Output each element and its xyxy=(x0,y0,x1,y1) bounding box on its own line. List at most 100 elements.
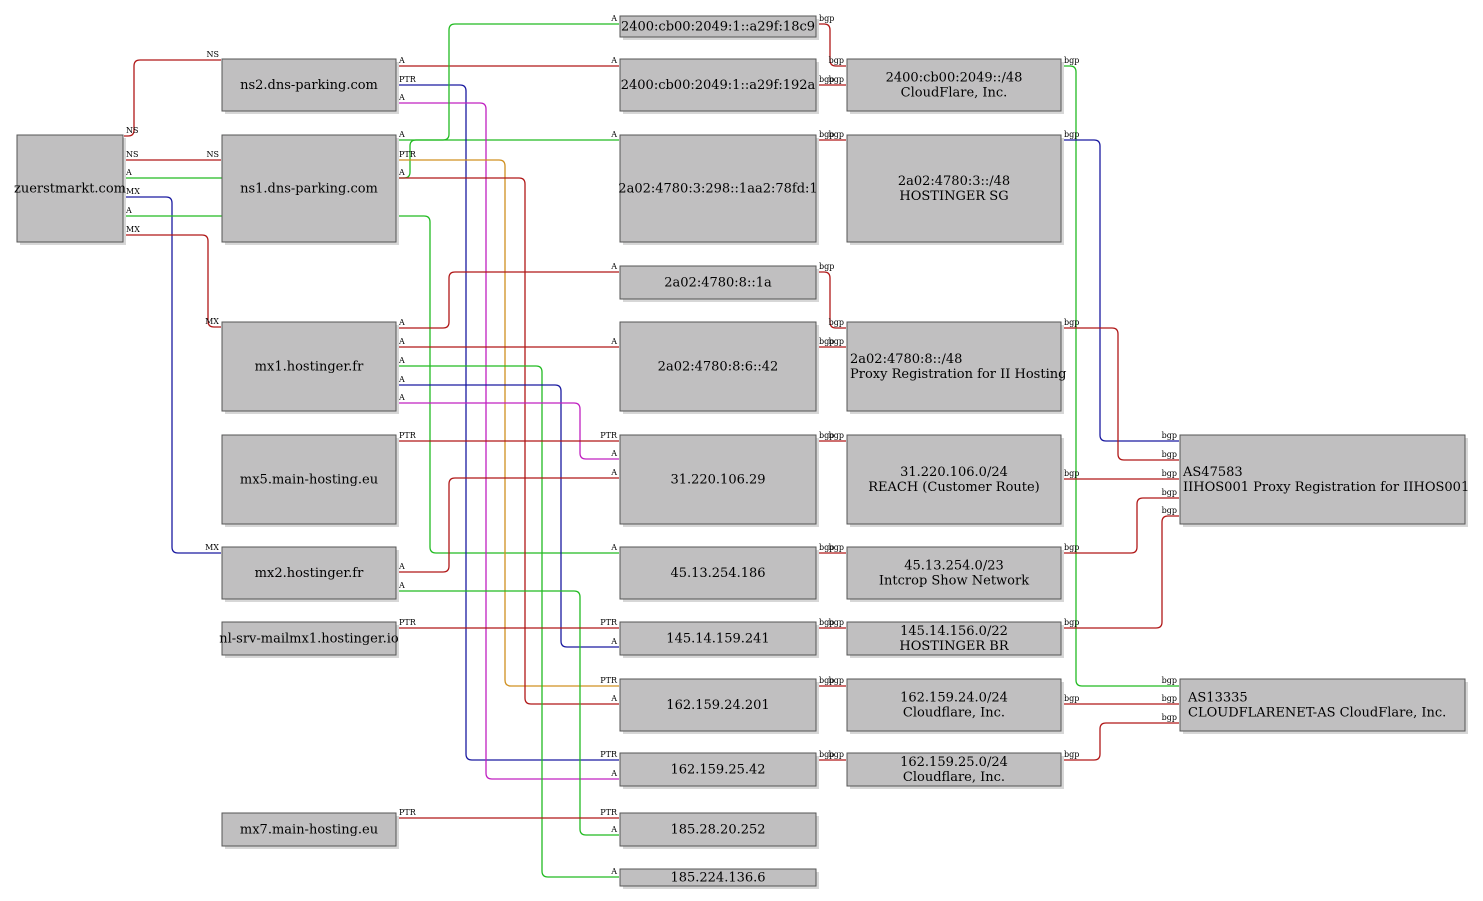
edge-ns1-to-ip6_18c9: AA xyxy=(397,14,619,141)
edge-label-target: A xyxy=(610,867,617,876)
edge-label-target: A xyxy=(610,262,617,271)
node-label: 2400:cb00:2049:1::a29f:18c9 xyxy=(621,20,815,35)
edge-label-source: bgp xyxy=(819,262,834,271)
node-ip_185_224[interactable]: 185.224.136.6 xyxy=(619,868,819,889)
edge-label-source: A xyxy=(398,130,405,139)
node-label: CloudFlare, Inc. xyxy=(901,86,1008,101)
node-box xyxy=(619,621,817,656)
node-ip6_42[interactable]: 2a02:4780:8:6::42 xyxy=(619,321,819,414)
node-label: 162.159.24.201 xyxy=(666,698,769,713)
node-box xyxy=(619,265,817,300)
node-ip6_78fd[interactable]: 2a02:4780:3:298::1aa2:78fd:1 xyxy=(618,134,819,245)
edge-label-target: A xyxy=(610,56,617,65)
node-label: 162.159.24.0/24 xyxy=(900,691,1008,706)
node-box xyxy=(221,812,397,847)
node-ip_162_24[interactable]: 162.159.24.201 xyxy=(619,678,819,734)
edge-label-source: A xyxy=(398,318,405,327)
edge-label-target: bgp xyxy=(1162,469,1177,478)
node-box xyxy=(619,752,817,787)
node-box xyxy=(619,678,817,732)
edge-label-source: A xyxy=(125,168,132,177)
edge-label-target: NS xyxy=(207,150,219,159)
edge-label-target: bgp xyxy=(829,676,844,685)
node-label: 145.14.156.0/22 xyxy=(900,624,1008,639)
node-ip_45[interactable]: 45.13.254.186 xyxy=(619,546,819,602)
edge-line xyxy=(397,384,619,648)
node-ip_185_28[interactable]: 185.28.20.252 xyxy=(619,812,819,849)
node-label: Cloudflare, Inc. xyxy=(903,770,1005,785)
edge-line xyxy=(397,84,619,761)
edge-line xyxy=(397,402,619,460)
node-box xyxy=(846,434,1062,525)
node-box xyxy=(16,134,124,243)
node-label: HOSTINGER BR xyxy=(899,639,1009,654)
edge-label-source: A xyxy=(398,93,405,102)
edge-label-target: MX xyxy=(205,317,219,326)
edge-label-source: bgp xyxy=(819,14,834,23)
node-box xyxy=(221,321,397,412)
node-label: 45.13.254.0/23 xyxy=(904,559,1004,574)
edge-line xyxy=(397,365,619,878)
node-label: 31.220.106.0/24 xyxy=(900,465,1008,480)
node-ip6_18c9[interactable]: 2400:cb00:2049:1::a29f:18c9 xyxy=(619,15,819,40)
edge-label-source: PTR xyxy=(399,808,417,817)
node-label: mx1.hostinger.fr xyxy=(255,360,364,375)
edge-mx1-to-ip_185_224: AA xyxy=(397,356,619,878)
edge-label-target: bgp xyxy=(829,75,844,84)
node-box xyxy=(619,546,817,600)
node-mx7[interactable]: mx7.main-hosting.eu xyxy=(221,812,399,849)
node-label: 31.220.106.29 xyxy=(670,473,765,488)
edge-label-target: bgp xyxy=(829,130,844,139)
edge-label-source: NS xyxy=(126,126,138,135)
node-mx5[interactable]: mx5.main-hosting.eu xyxy=(221,434,399,527)
node-ns1[interactable]: ns1.dns-parking.com xyxy=(221,134,399,245)
node-box xyxy=(619,812,817,847)
node-ip_145[interactable]: 145.14.159.241 xyxy=(619,621,819,658)
edge-label-source: bgp xyxy=(819,337,834,346)
node-mx2[interactable]: mx2.hostinger.fr xyxy=(221,546,399,602)
node-ns2[interactable]: ns2.dns-parking.com xyxy=(221,58,399,114)
edge-label-source: A xyxy=(398,356,405,365)
node-zuerstmarkt[interactable]: zuerstmarkt.com xyxy=(14,134,126,245)
node-box xyxy=(619,58,817,112)
edge-label-target: PTR xyxy=(600,808,618,817)
node-ip6_192a[interactable]: 2400:cb00:2049:1::a29f:192a xyxy=(619,58,819,114)
node-label: CLOUDFLARENET-AS CloudFlare, Inc. xyxy=(1188,706,1446,721)
edge-label-target: bgp xyxy=(1162,694,1177,703)
edge-label-source: bgp xyxy=(819,431,834,440)
node-ip6_1a[interactable]: 2a02:4780:8::1a xyxy=(619,265,819,302)
node-nlsrv[interactable]: nl-srv-mailmx1.hostinger.io xyxy=(219,621,399,658)
edge-label-target: bgp xyxy=(1162,506,1177,515)
edge-label-source: A xyxy=(398,393,405,402)
edge-label-source: PTR xyxy=(399,431,417,440)
node-box xyxy=(846,752,1062,787)
node-ip_31[interactable]: 31.220.106.29 xyxy=(619,434,819,527)
node-ip_162_25[interactable]: 162.159.25.42 xyxy=(619,752,819,789)
node-label: 2a02:4780:3:298::1aa2:78fd:1 xyxy=(618,182,817,197)
edge-label-target: bgp xyxy=(1162,676,1177,685)
node-mx1[interactable]: mx1.hostinger.fr xyxy=(221,321,399,414)
